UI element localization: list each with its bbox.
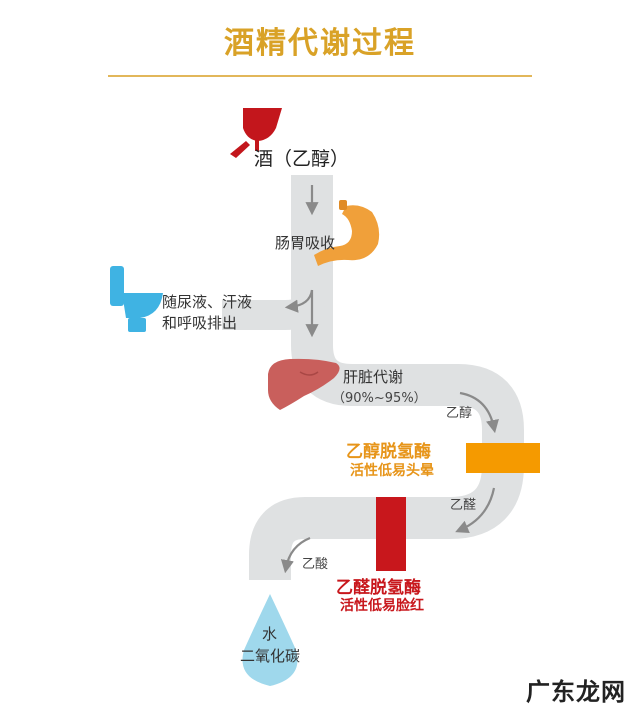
toilet-icon xyxy=(110,266,163,332)
liver-icon xyxy=(268,358,340,410)
wine-glass-icon xyxy=(230,108,282,158)
excretion-label-line1: 随尿液、汗液 xyxy=(162,293,253,311)
stomach-label: 肠胃吸收 xyxy=(275,234,336,252)
alcohol-label: 酒（乙醇） xyxy=(254,148,350,170)
ethanol-label: 乙醇 xyxy=(446,406,473,421)
page-title: 酒精代谢过程 xyxy=(224,26,416,61)
enzyme1-name: 乙醇脱氢酶 xyxy=(346,442,431,462)
excretion-label-line2: 和呼吸排出 xyxy=(162,314,238,332)
enzyme2-note: 活性低易脸红 xyxy=(340,598,424,614)
enzyme2-name: 乙醛脱氢酶 xyxy=(336,578,421,598)
stomach-icon xyxy=(314,200,380,266)
enzyme1-note: 活性低易头晕 xyxy=(350,463,434,479)
flow-arrows xyxy=(280,185,499,574)
title-divider xyxy=(108,75,532,77)
water-drop-icon xyxy=(242,594,298,686)
enzyme2-bar xyxy=(376,497,406,571)
water-label: 水 xyxy=(262,625,278,643)
acetaldehyde-label: 乙醛 xyxy=(450,498,477,513)
acetic-acid-label: 乙酸 xyxy=(302,557,329,572)
watermark: 广东龙网 xyxy=(526,677,626,706)
enzyme1-bar xyxy=(466,443,540,473)
liver-percent-label: （90%~95%） xyxy=(332,391,427,406)
co2-label: 二氧化碳 xyxy=(240,647,301,665)
liver-label: 肝脏代谢 xyxy=(343,368,404,386)
